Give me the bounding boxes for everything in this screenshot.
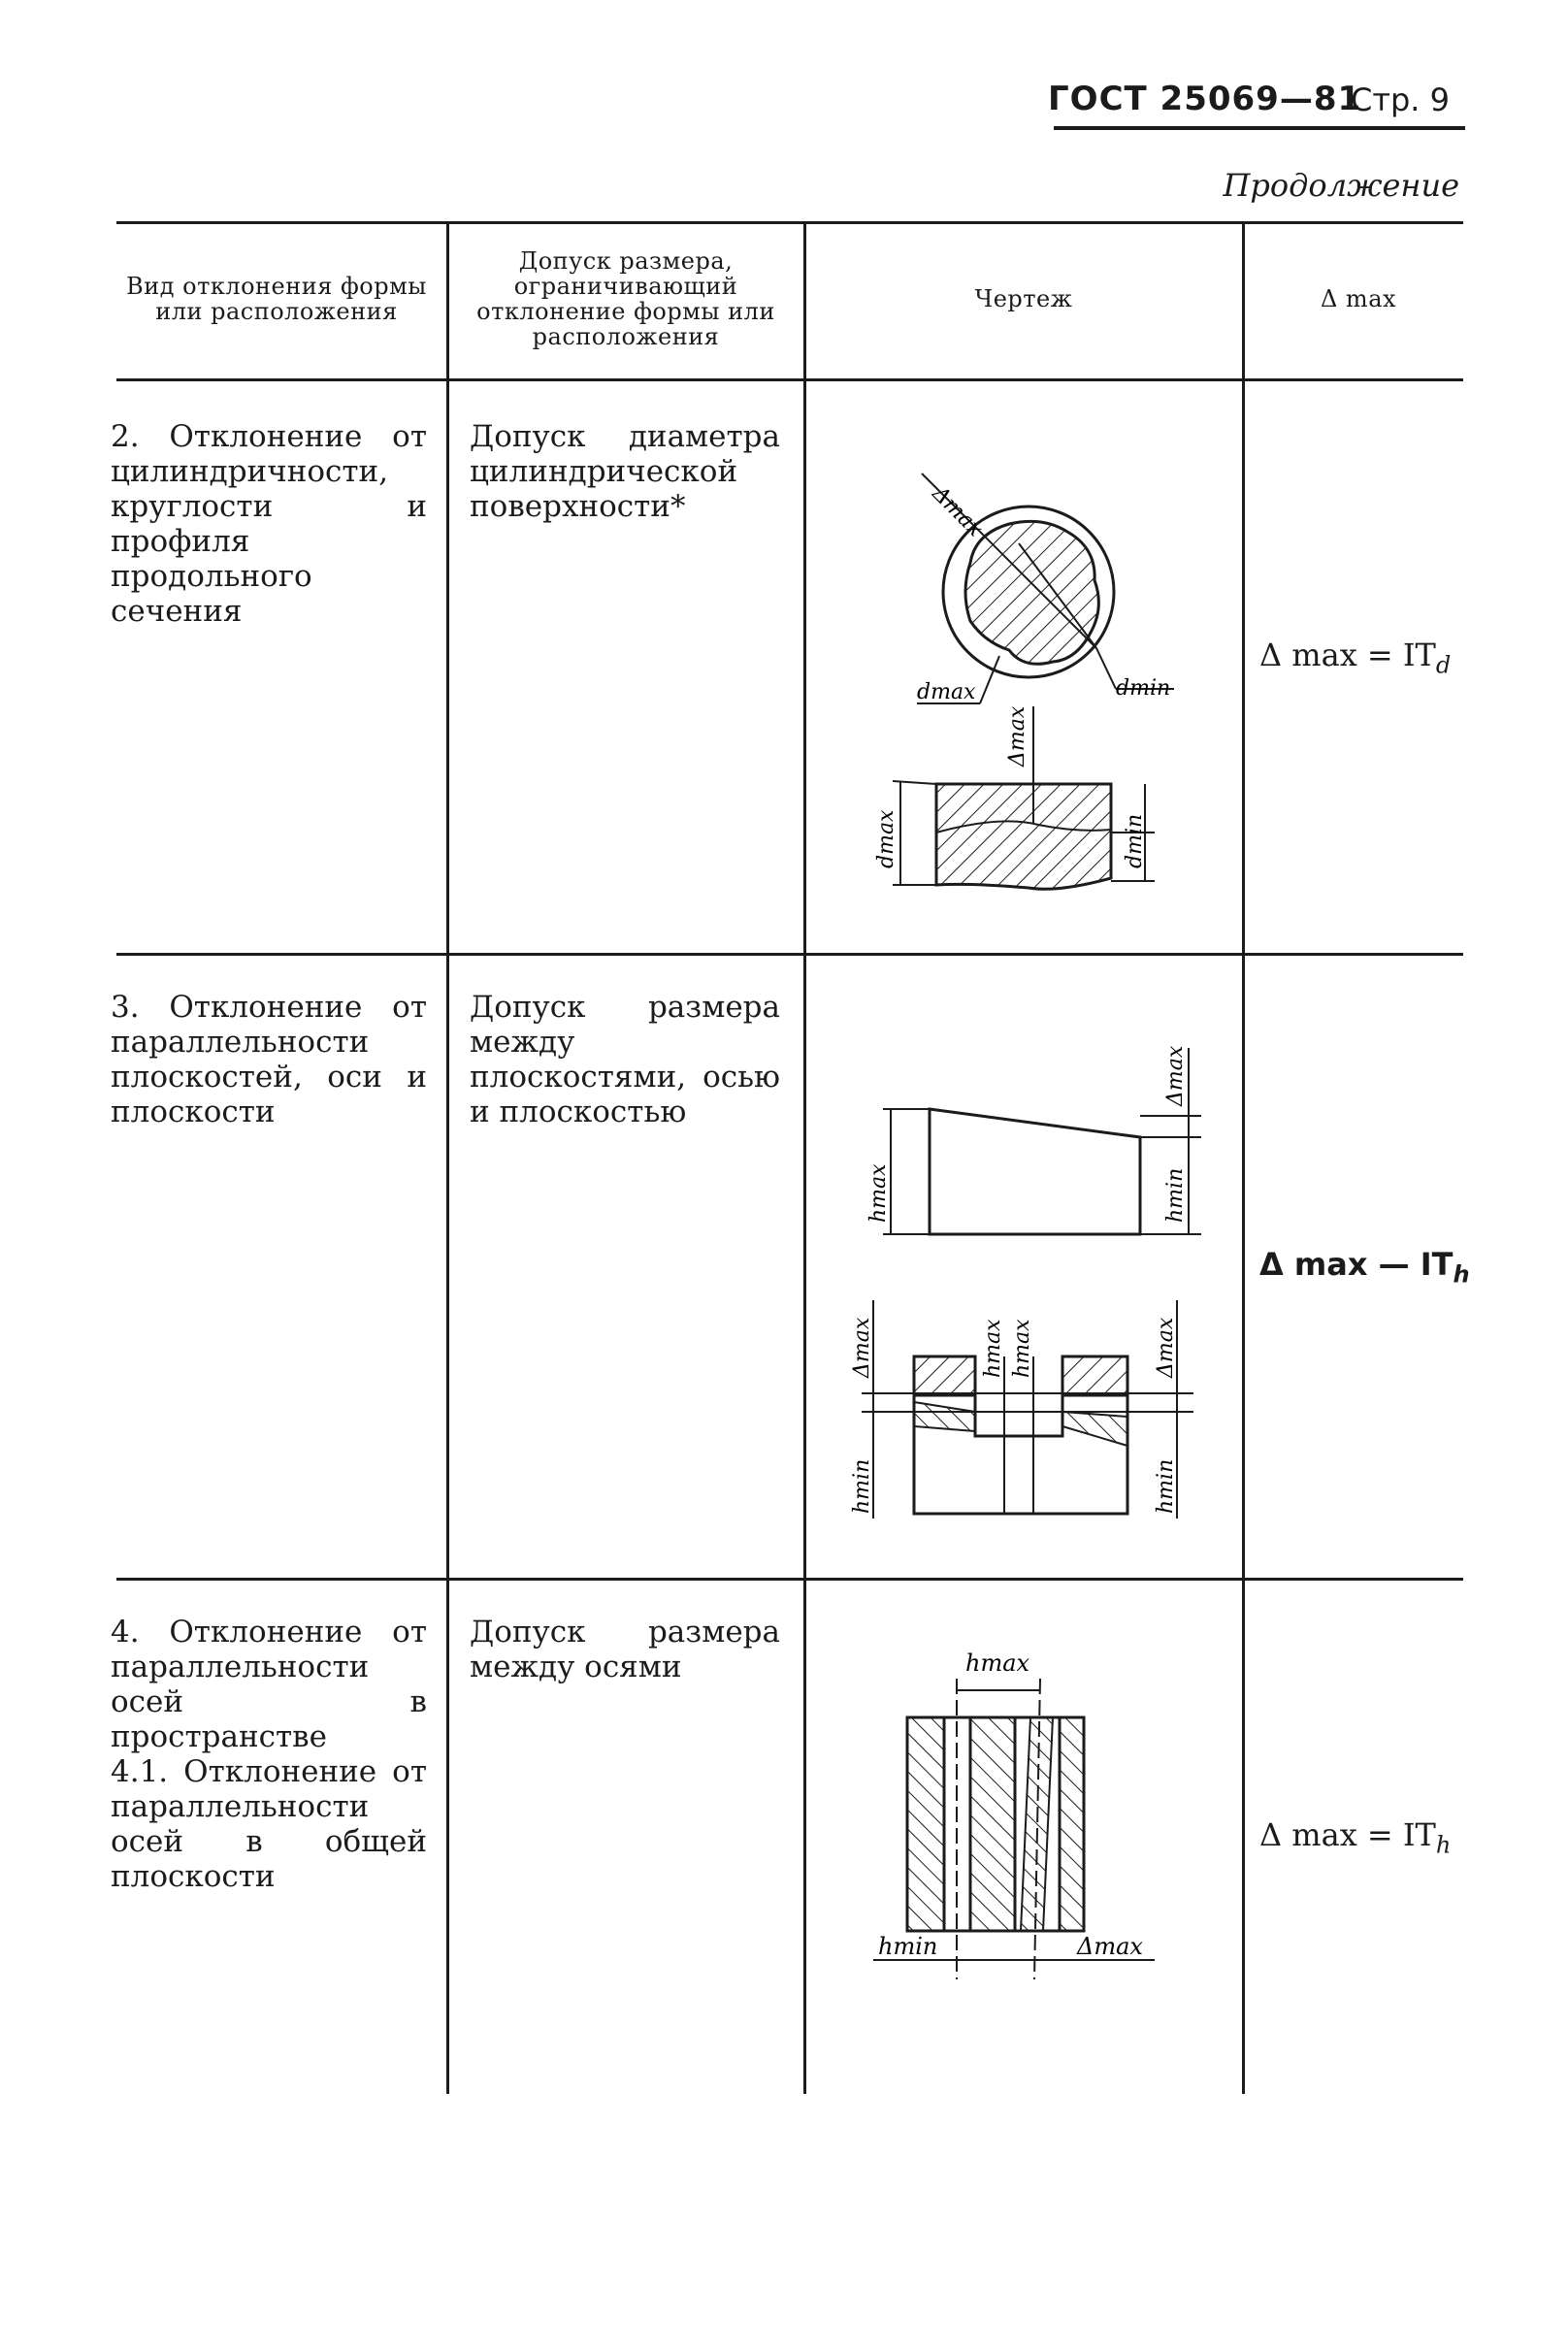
header-rule (1054, 126, 1465, 130)
label-h-max-2: hmax (981, 1319, 1005, 1378)
page-number: Стр. 9 (1351, 82, 1450, 118)
delta-leader (921, 473, 1097, 649)
continuation-label: Продолжение (1223, 167, 1459, 204)
row-separator (116, 1578, 1463, 1581)
row-3-deviation: 3. Отклонение от параллельности плоскост… (111, 990, 427, 1129)
row-2-formula: Δ max = ITd (1259, 637, 1452, 679)
label-h-max: hmax (866, 1163, 891, 1223)
drawing-parallelism-axis (862, 1300, 1193, 1519)
label-delta-max: Δmax (927, 481, 988, 542)
row-3-formula: Δ max — ITh (1259, 1246, 1470, 1289)
row-2-deviation: 2. Отклонение от цилиндричности, круглос… (111, 419, 427, 629)
label-delta-max-5: Δmax (1154, 1317, 1178, 1379)
label-h-min-3: hmin (1154, 1459, 1178, 1514)
column-divider (1242, 221, 1245, 2094)
label-d-min: dmin (1116, 676, 1170, 701)
label-delta-max-4: Δmax (850, 1317, 874, 1379)
drawing-parallelism-planes (883, 1048, 1201, 1236)
standard-number: ГОСТ 25069—81 (1048, 80, 1362, 118)
label-delta-max-3: Δmax (1163, 1045, 1188, 1107)
label-delta-max-6: Δmax (1076, 1933, 1143, 1960)
label-d-max: dmax (917, 680, 976, 704)
label-h-min-2: hmin (850, 1459, 874, 1514)
row-separator (116, 953, 1463, 956)
table-top-rule (116, 221, 1463, 224)
row-4-tolerance: Допуск размера между осями (470, 1615, 780, 1684)
column-header-tolerance: Допуск размера, ограничивающий отклонени… (476, 247, 775, 350)
label-h-max-3: hmax (1010, 1319, 1034, 1378)
column-header-drawing: Чертеж (974, 285, 1073, 312)
section-profile (964, 519, 1100, 666)
row-4-formula: Δ max = ITh (1259, 1816, 1452, 1859)
row-4-deviation: 4. Отклонение от параллельности осей в п… (111, 1615, 427, 1754)
column-header-delta: Δ max (1320, 285, 1397, 312)
drawing-longitudinal-section (892, 706, 1155, 891)
drawing-roundness (917, 473, 1174, 704)
column-divider (803, 221, 806, 2094)
label-delta-max-2: Δmax (1005, 705, 1029, 768)
row-3-tolerance: Допуск размера между плоскостями, осью и… (470, 990, 780, 1129)
label-h-min-4: hmin (878, 1933, 937, 1960)
label-h-max-4: hmax (965, 1650, 1030, 1677)
label-d-max-2: dmax (874, 809, 898, 868)
header-bottom-rule (116, 378, 1463, 381)
row-2-tolerance: Допуск диаметра цилиндрической поверхнос… (470, 419, 780, 524)
row-4-1-deviation: 4.1. Отклонение от параллельности осей в… (111, 1754, 427, 1894)
label-d-min-2: dmin (1123, 814, 1147, 868)
drawing-parallel-axes (873, 1678, 1155, 1980)
label-h-min: hmin (1163, 1168, 1188, 1223)
column-header-deviation: Вид отклонения формы или расположения (126, 273, 427, 325)
column-divider (446, 221, 449, 2094)
outer-circle (941, 505, 1116, 679)
